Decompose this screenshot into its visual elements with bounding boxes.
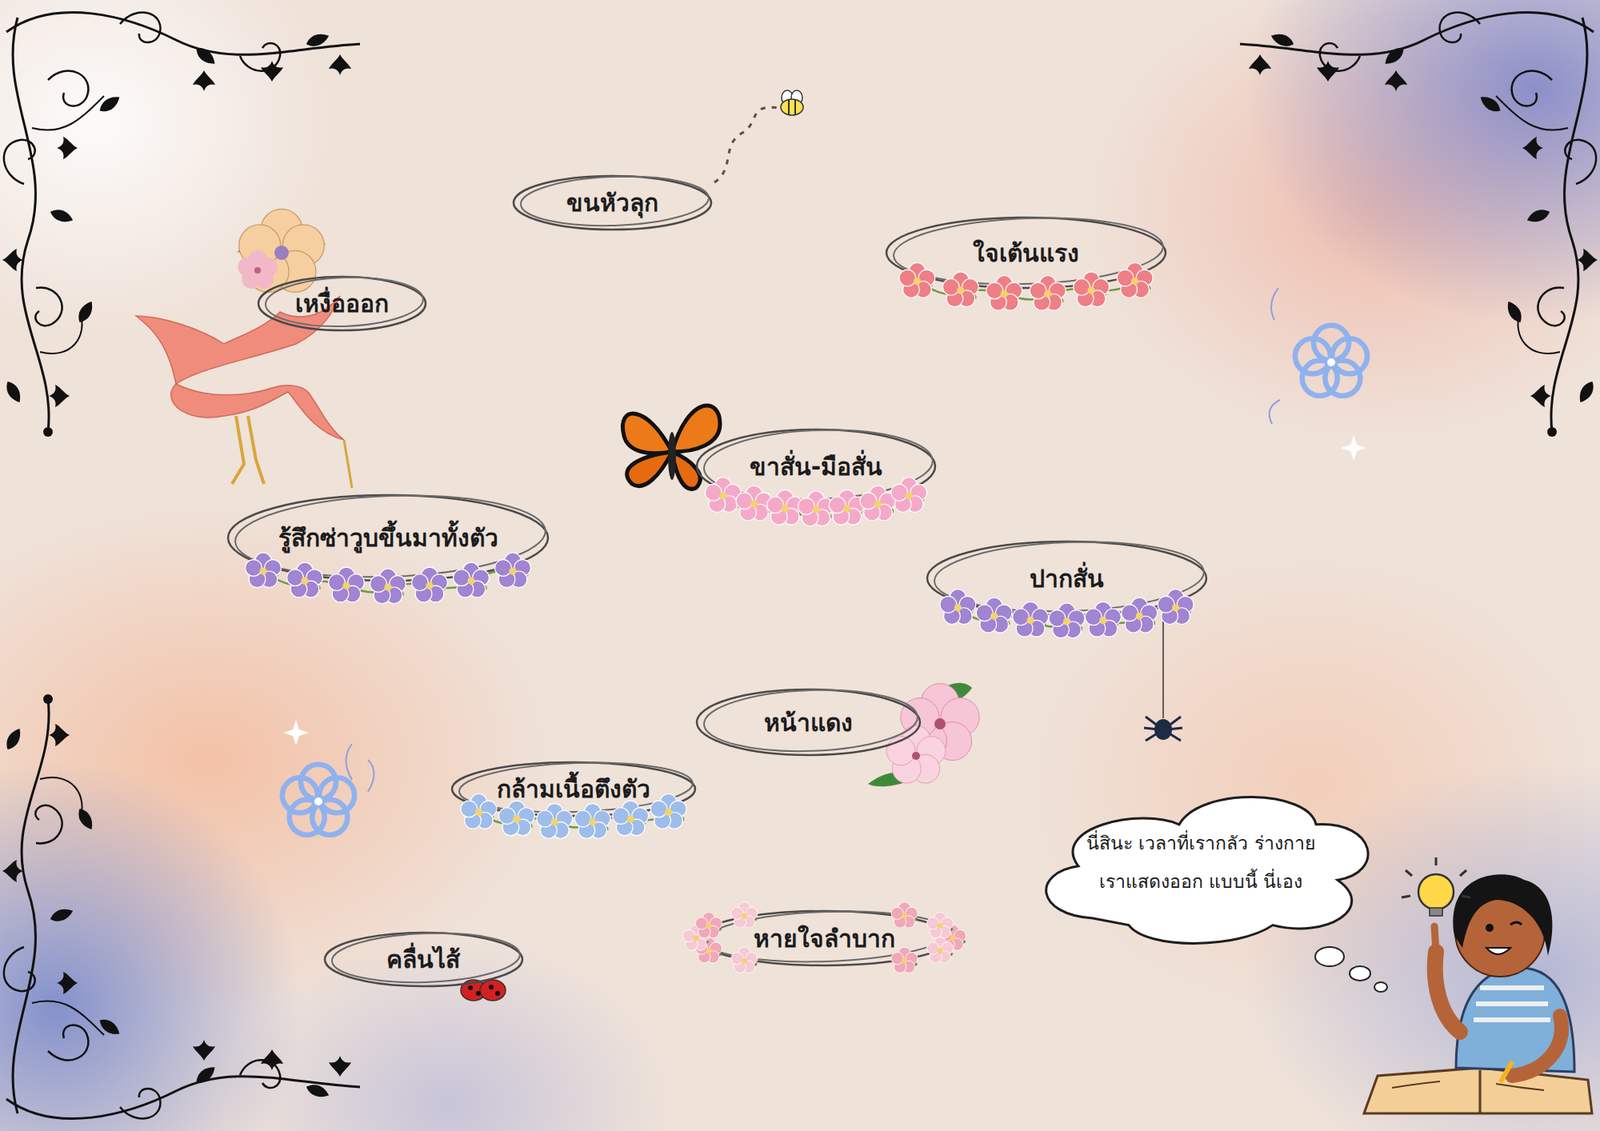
corner-vine <box>2 12 360 437</box>
symptom-label: คลื่นไส้ <box>386 940 460 979</box>
doodle-flower <box>1295 325 1368 396</box>
thought-dot <box>1374 982 1388 992</box>
thought-dot <box>1315 947 1344 967</box>
thought-cloud: นี่สินะ เวลาที่เรากลัว ร่างกายเราแสดงออก… <box>1020 776 1381 950</box>
symptom-label: ปากสั่น <box>1029 560 1104 598</box>
ellipse-label: ปากสั่น <box>924 538 1210 619</box>
ellipse-label: คลื่นไส้ <box>321 929 526 990</box>
girl-figure <box>1364 857 1592 1114</box>
thought-text: นี่สินะ เวลาที่เรากลัว ร่างกายเราแสดงออก… <box>1080 824 1321 902</box>
symptom-label: ใจเต้นแรง <box>972 234 1080 272</box>
spider-thread <box>1162 616 1164 719</box>
sparkle <box>1340 435 1367 461</box>
thought-dot <box>1349 966 1371 981</box>
ellipse-label: ขาสั่น-มือสั่น <box>693 426 939 507</box>
ellipse-label: เหงื่อออก <box>255 273 429 334</box>
symptom-label: กล้ามเนื้อตึงตัว <box>496 770 651 808</box>
spider-icon <box>1144 716 1183 741</box>
sparkle <box>283 720 309 746</box>
ellipse-label: รู้สึกซ่าวูบขึ้นมาทั้งตัว <box>224 492 552 584</box>
symptom-label: รู้สึกซ่าวูบขึ้นมาทั้งตัว <box>278 519 499 557</box>
symptom-label: เหงื่อออก <box>295 284 389 323</box>
symptom-label: ขาสั่น-มือสั่น <box>749 448 883 486</box>
butterfly <box>622 405 720 489</box>
cloud-outline <box>1020 776 1381 950</box>
corner-vine <box>1240 12 1598 437</box>
symptom-label: หายใจลำบาก <box>753 920 896 958</box>
ellipse-label: หน้าแดง <box>693 686 924 759</box>
symptom-label: หน้าแดง <box>764 704 853 742</box>
ellipse-label: ขนหัวลุก <box>510 172 715 233</box>
ellipse-label: หายใจลำบาก <box>694 908 955 969</box>
ellipse-label: กล้ามเนื้อตึงตัว <box>448 759 699 820</box>
doodle-flower <box>282 764 355 836</box>
bee-icon <box>780 90 804 116</box>
corner-vine <box>2 694 360 1120</box>
symptom-label: ขนหัวลุก <box>566 184 659 222</box>
bee-trail <box>714 107 780 183</box>
ellipse-label: ใจเต้นแรง <box>883 214 1169 292</box>
